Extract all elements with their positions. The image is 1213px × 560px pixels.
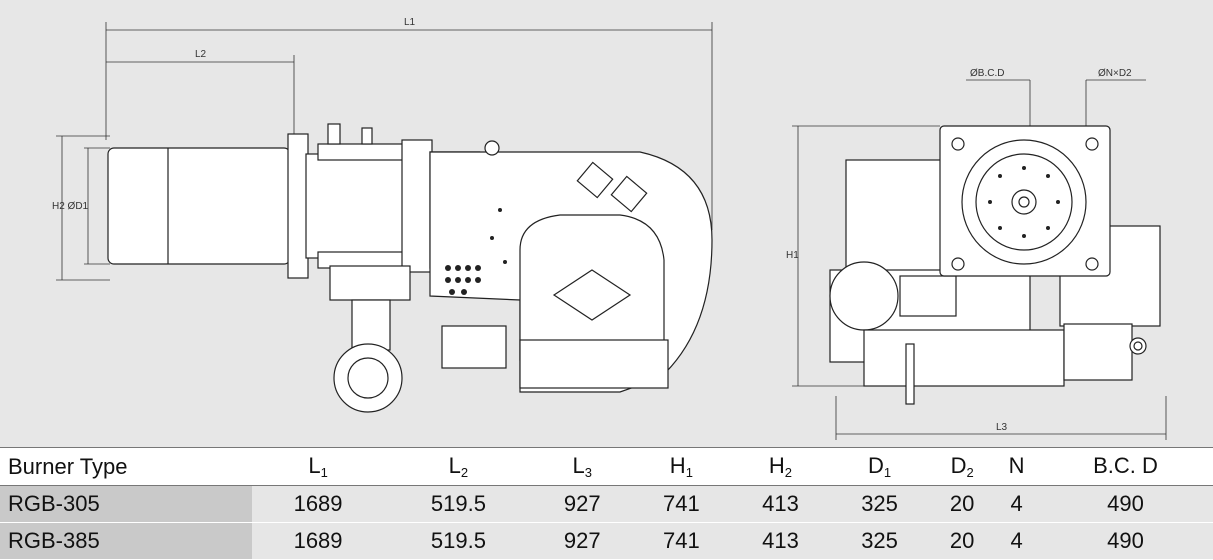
technical-drawing: L1 L2 H2 ØD1	[0, 0, 1213, 447]
header-h2: H2	[730, 447, 830, 486]
nxd2-label: ØN×D2	[1098, 68, 1132, 79]
header-burner-type: Burner Type	[0, 447, 252, 486]
cell-l2: 519.5	[384, 522, 533, 560]
cell-h1: 741	[631, 485, 731, 523]
header-l1: L1	[252, 447, 385, 486]
table-header-row: Burner Type L1 L2 L3 H1 H2 D1 D2 N B.C. …	[0, 447, 1213, 486]
burner-drawing-svg: L1 L2 H2 ØD1	[52, 17, 1167, 440]
cell-d2: 20	[929, 485, 996, 523]
cell-h2: 413	[730, 522, 830, 560]
side-view	[107, 123, 713, 413]
dim-h2-d1	[56, 135, 110, 281]
cell-h1: 741	[631, 522, 731, 560]
cell-d1: 325	[830, 522, 930, 560]
front-view-details	[988, 166, 1060, 238]
dim-l1	[105, 22, 713, 230]
cell-bcd: 490	[1038, 485, 1213, 523]
cell-l3: 927	[532, 485, 632, 523]
header-h1: H1	[631, 447, 731, 486]
callouts	[966, 79, 1146, 130]
dim-l1-label: L1	[404, 17, 416, 28]
front-view	[829, 125, 1161, 405]
header-l2: L2	[384, 447, 533, 486]
cell-n: 4	[995, 522, 1039, 560]
cell-l2: 519.5	[384, 485, 533, 523]
header-bcd: B.C. D	[1038, 447, 1213, 486]
header-d1: D1	[830, 447, 930, 486]
header-l3: L3	[532, 447, 632, 486]
cell-l3: 927	[532, 522, 632, 560]
cell-l1: 1689	[252, 485, 385, 523]
table-row: RGB-385 1689 519.5 927 741 413 325 20 4 …	[0, 522, 1213, 560]
cell-d1: 325	[830, 485, 930, 523]
dim-h1-label: H1	[786, 250, 799, 261]
specs-table: Burner Type L1 L2 L3 H1 H2 D1 D2 N B.C. …	[0, 447, 1213, 560]
header-n: N	[995, 447, 1039, 486]
cell-n: 4	[995, 485, 1039, 523]
dim-l3-label: L3	[996, 422, 1008, 433]
cell-h2: 413	[730, 485, 830, 523]
cell-d2: 20	[929, 522, 996, 560]
cell-bcd: 490	[1038, 522, 1213, 560]
bcd-label: ØB.C.D	[970, 68, 1004, 79]
table-row: RGB-305 1689 519.5 927 741 413 325 20 4 …	[0, 485, 1213, 523]
cell-l1: 1689	[252, 522, 385, 560]
side-view-details	[445, 208, 507, 295]
row-name: RGB-305	[0, 485, 252, 523]
dim-l3	[835, 396, 1167, 440]
dim-l2	[106, 55, 295, 140]
header-d2: D2	[929, 447, 996, 486]
dim-h2-d1-label: H2 ØD1	[52, 201, 89, 212]
dim-l2-label: L2	[195, 49, 207, 60]
row-name: RGB-385	[0, 522, 252, 560]
